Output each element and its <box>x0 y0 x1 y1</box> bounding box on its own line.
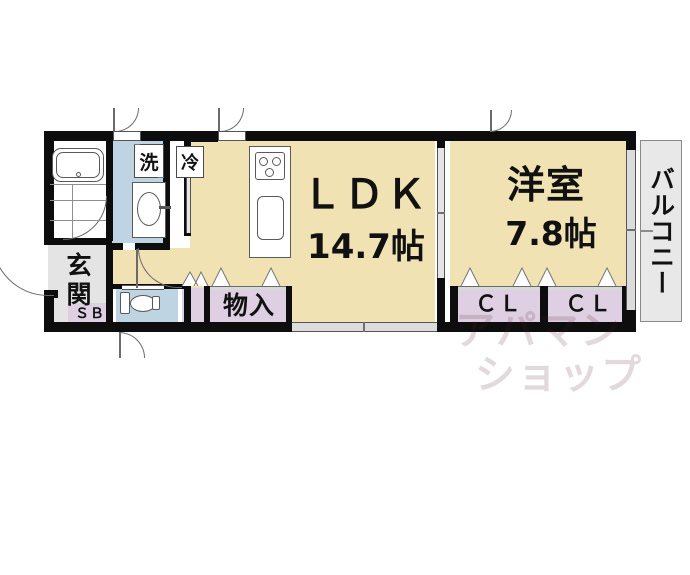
wall-bath-bottom <box>44 238 112 245</box>
toilet-tank <box>120 292 130 314</box>
wall-genkan-right <box>106 245 113 325</box>
wall-left-upper <box>44 131 54 243</box>
closet-fill-cl-right <box>548 288 630 322</box>
kitchen-sink <box>257 196 284 240</box>
bath-floor-line-v <box>72 184 73 238</box>
washer-box-tick-tl <box>134 144 140 145</box>
ldk-name-label: ＬＤＫ <box>302 172 428 218</box>
wall-left-lower <box>44 296 54 332</box>
wall-closet-left-end <box>450 286 458 324</box>
window-bedroom-left-mullion <box>437 212 445 214</box>
stove-burner-3 <box>265 168 274 177</box>
wall-washroom-bottom <box>112 243 170 250</box>
ldk-entry-door-leaf[interactable] <box>136 249 138 288</box>
ldk-size-label: 14.7帖 <box>307 227 425 267</box>
wall-top <box>44 131 636 141</box>
cl-left-door-mark-2 <box>513 268 531 286</box>
closet-rail-left <box>458 286 540 290</box>
genkan-label: 玄 関 <box>66 250 92 310</box>
toilet-door-swing[interactable] <box>119 332 145 358</box>
washer-label: 洗 <box>139 151 159 174</box>
toilet-seat-arm <box>152 296 160 310</box>
closet-fill-cl-left <box>458 288 540 322</box>
cl-right-door-mark-2 <box>598 268 616 286</box>
window-ldk-left-strip <box>186 165 191 233</box>
bedroom-name-label: 洋室 <box>506 163 585 207</box>
balcony-label: バルコニー <box>646 166 676 296</box>
cl-left-label: ＣＬ <box>474 292 523 317</box>
washroom-door-opening <box>113 131 141 141</box>
bathtub-drain <box>76 172 81 177</box>
washroom-bottom-opening <box>123 243 135 250</box>
wall-monoire-left <box>204 286 210 324</box>
closet-fill-shoebox <box>68 303 112 324</box>
bedroom-door-leaf[interactable] <box>490 110 492 132</box>
watermark-line-2: ショップ <box>475 352 643 398</box>
monoire-label: 物入 <box>222 290 275 320</box>
bedroom-door-swing[interactable] <box>490 110 512 132</box>
wall-closet-divider <box>540 286 548 324</box>
window-bedroom-right-mullion <box>626 229 636 231</box>
monoire-rail <box>210 286 286 290</box>
wall-washroom-right <box>163 141 170 249</box>
wall-nub-fridge <box>190 131 218 142</box>
monoire-door-mark-3 <box>262 268 280 286</box>
washer-label-box: 洗 <box>134 144 164 178</box>
washbasin-faucet <box>159 206 171 209</box>
wall-hall-ldk-lower <box>184 282 191 328</box>
cl-right-door-mark-1 <box>538 268 556 286</box>
stove-burner-2 <box>272 157 281 166</box>
washbasin-bowl <box>137 192 161 226</box>
bath-floor-line-top <box>50 184 106 185</box>
washroom-door-swing[interactable] <box>113 108 139 132</box>
wall-nub-ldk-left <box>184 131 191 145</box>
closet-rail-right <box>548 286 622 290</box>
ldk-door-opening <box>218 131 246 141</box>
entrance-door-swing[interactable] <box>0 240 54 296</box>
window-toilet-vent <box>122 285 164 290</box>
bath-floor-line-h <box>50 200 106 201</box>
monoire-door-mark-1b <box>194 272 208 286</box>
closet-fill-monoire <box>182 288 290 322</box>
window-ldk-bottom-mullion <box>363 322 365 332</box>
balcony-rail <box>641 230 653 232</box>
fridge-label: 冷 <box>181 153 199 174</box>
shoebox-label: ＳＢ <box>75 305 105 322</box>
stove-burner-1 <box>259 157 268 166</box>
cl-right-label: ＣＬ <box>564 292 613 317</box>
toilet-door-leaf[interactable] <box>119 332 121 358</box>
bath-floor-line-h2 <box>50 220 106 221</box>
wall-bath-washroom <box>106 141 113 241</box>
monoire-door-mark-2 <box>212 268 230 286</box>
fridge-label-box: 冷 <box>176 146 204 178</box>
ldk-door-leaf[interactable] <box>218 108 220 132</box>
wall-monoire-right <box>286 286 292 324</box>
bedroom-size-label: 7.8帖 <box>505 213 597 253</box>
ldk-door-swing[interactable] <box>218 108 244 132</box>
cl-left-door-mark-1 <box>461 268 479 286</box>
washroom-door-leaf[interactable] <box>113 108 115 132</box>
washer-box-tick-br <box>158 177 164 178</box>
